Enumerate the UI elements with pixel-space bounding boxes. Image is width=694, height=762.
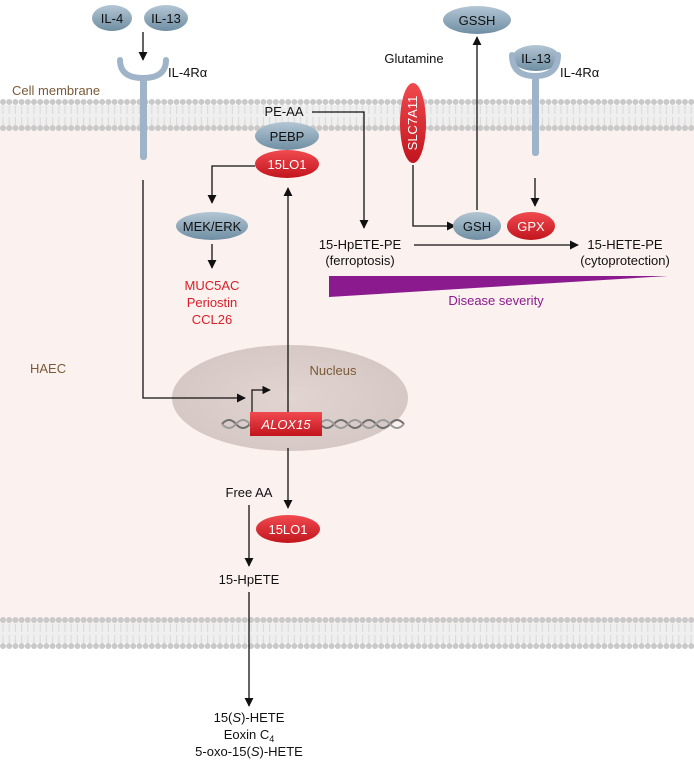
il4ra-receptor-left	[117, 57, 169, 160]
slc7a11-label: SLC7A11	[405, 96, 420, 151]
ferroptosis-label: (ferroptosis)	[325, 253, 394, 268]
gpx-label: GPX	[517, 219, 545, 234]
cell-membrane-label: Cell membrane	[12, 83, 100, 98]
ccl26-label: CCL26	[192, 312, 232, 327]
pebp-label: PEBP	[270, 129, 305, 144]
disease-severity-label: Disease severity	[448, 293, 544, 308]
lo1-upper-label: 15LO1	[267, 157, 306, 172]
cell-membrane-bottom	[0, 617, 694, 649]
il4-label: IL-4	[101, 11, 123, 26]
lo1-upper-node	[255, 150, 319, 178]
gssh-node	[443, 6, 511, 34]
product-15s-hete: 15(S)-HETE	[214, 710, 285, 725]
hpete-label: 15-HpETE	[219, 572, 280, 587]
il4ra-receptor-right	[509, 52, 561, 156]
pe-aa-label: PE-AA	[264, 104, 303, 119]
mek-erk-label: MEK/ERK	[183, 219, 242, 234]
arrow-receptor-to-alox15	[142, 180, 246, 403]
product-5-oxo-15s-hete: 5-oxo-15(S)-HETE	[195, 744, 303, 759]
free-aa-label: Free AA	[226, 485, 273, 500]
il4ra-left-label: IL-4Rα	[168, 65, 208, 80]
cytoprotection-label: (cytoprotection)	[580, 253, 670, 268]
mek-erk-node	[176, 212, 248, 240]
pebp-node	[255, 122, 319, 150]
arrow-15lo1-to-mek-erk	[207, 165, 255, 204]
haec-label: HAEC	[30, 361, 66, 376]
periostin-label: Periostin	[187, 295, 238, 310]
hete-pe-label: 15-HETE-PE	[587, 237, 662, 252]
disease-severity-wedge	[329, 276, 668, 297]
cell-membrane-top	[0, 99, 694, 131]
gssh-label: GSSH	[459, 13, 496, 28]
product-eoxin-c4: Eoxin C4	[224, 727, 275, 744]
alox15-label: ALOX15	[260, 417, 311, 432]
il4-node	[92, 5, 132, 31]
alox15-gene-box	[250, 412, 322, 436]
arrow-slc7a11-to-gsh	[412, 165, 456, 231]
il13-node	[144, 5, 188, 31]
muc5ac-label: MUC5AC	[185, 278, 240, 293]
transcription-start-arrow	[251, 385, 271, 412]
lo1-lower-node	[256, 515, 320, 543]
lo1-lower-label: 15LO1	[268, 522, 307, 537]
arrow-pe-aa-to-hpete-pe	[312, 111, 369, 229]
gsh-node	[453, 212, 501, 240]
gpx-node	[507, 212, 555, 240]
il13-label: IL-13	[151, 11, 181, 26]
il13-right-node	[512, 45, 560, 71]
glutamine-label: Glutamine	[384, 51, 443, 66]
hpete-pe-label: 15-HpETE-PE	[319, 237, 402, 252]
gsh-label: GSH	[463, 219, 491, 234]
slc7a11-transporter	[400, 83, 426, 163]
nucleus-label: Nucleus	[310, 363, 357, 378]
il13-right-label: IL-13	[521, 51, 551, 66]
il4ra-right-label: IL-4Rα	[560, 65, 600, 80]
